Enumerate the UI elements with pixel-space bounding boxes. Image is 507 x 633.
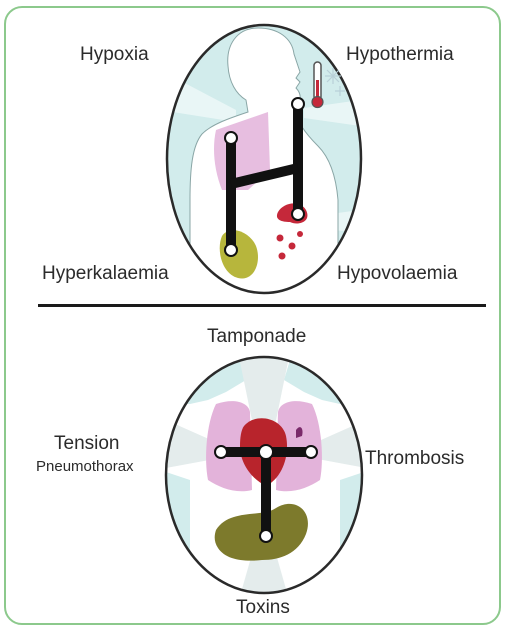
label-hypovolaemia: Hypovolaemia <box>337 264 457 283</box>
section-divider <box>38 304 486 307</box>
label-pneumothorax: Pneumothorax <box>36 459 134 474</box>
bottom-oval <box>160 352 370 600</box>
label-thrombosis: Thrombosis <box>365 449 464 468</box>
top-oval <box>160 25 361 300</box>
label-tension: Tension <box>54 434 120 453</box>
label-toxins: Toxins <box>236 598 290 617</box>
label-tamponade: Tamponade <box>207 327 306 346</box>
label-hypothermia: Hypothermia <box>346 45 454 64</box>
label-hyperkalaemia: Hyperkalaemia <box>42 264 169 283</box>
label-hypoxia: Hypoxia <box>80 45 149 64</box>
